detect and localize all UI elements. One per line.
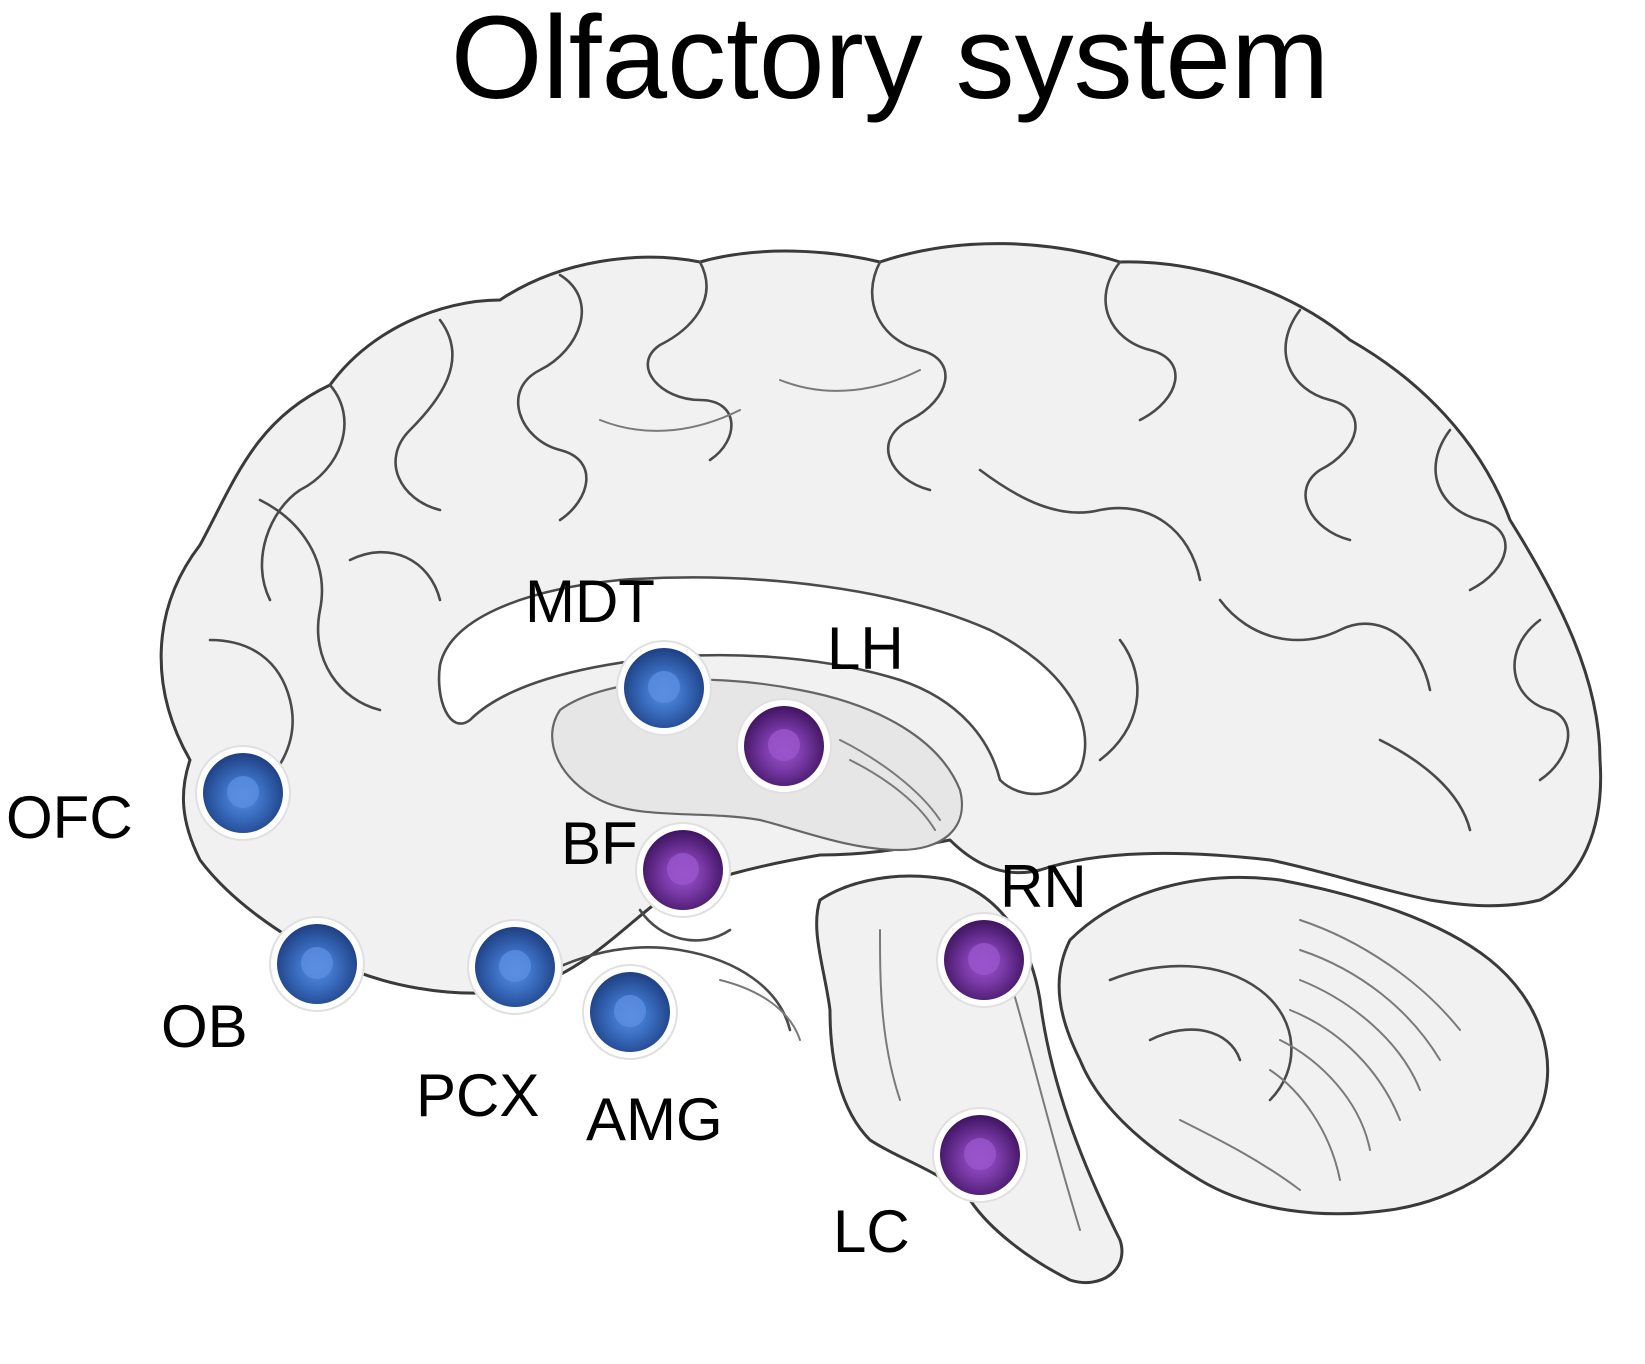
lh-label: LH [827,615,904,682]
ob-marker [269,916,365,1012]
brainstem [815,874,1124,1285]
amg-marker [582,964,678,1060]
mdt-label: MDT [525,568,655,635]
lh-marker [736,698,832,794]
rn-marker [936,912,1032,1008]
amg-label: AMG [586,1086,723,1153]
bf-marker [635,822,731,918]
brain-illustration [159,242,1603,1285]
figure-title: Olfactory system [451,0,1330,124]
ofc-label: OFC [6,784,133,851]
bf-label: BF [561,810,638,877]
ob-label: OB [161,993,248,1060]
lc-marker [932,1107,1028,1203]
region-labels: OFC OB PCX AMG MDT LH BF RN LC [6,568,1087,1265]
pcx-marker [467,919,563,1015]
lc-label: LC [833,1198,910,1265]
pcx-label: PCX [416,1062,539,1129]
region-markers [195,640,1032,1203]
ofc-marker [195,745,291,841]
cerebellum [1057,876,1550,1216]
rn-label: RN [1000,853,1087,920]
corpus-callosum [437,576,1087,796]
mdt-marker [616,640,712,736]
